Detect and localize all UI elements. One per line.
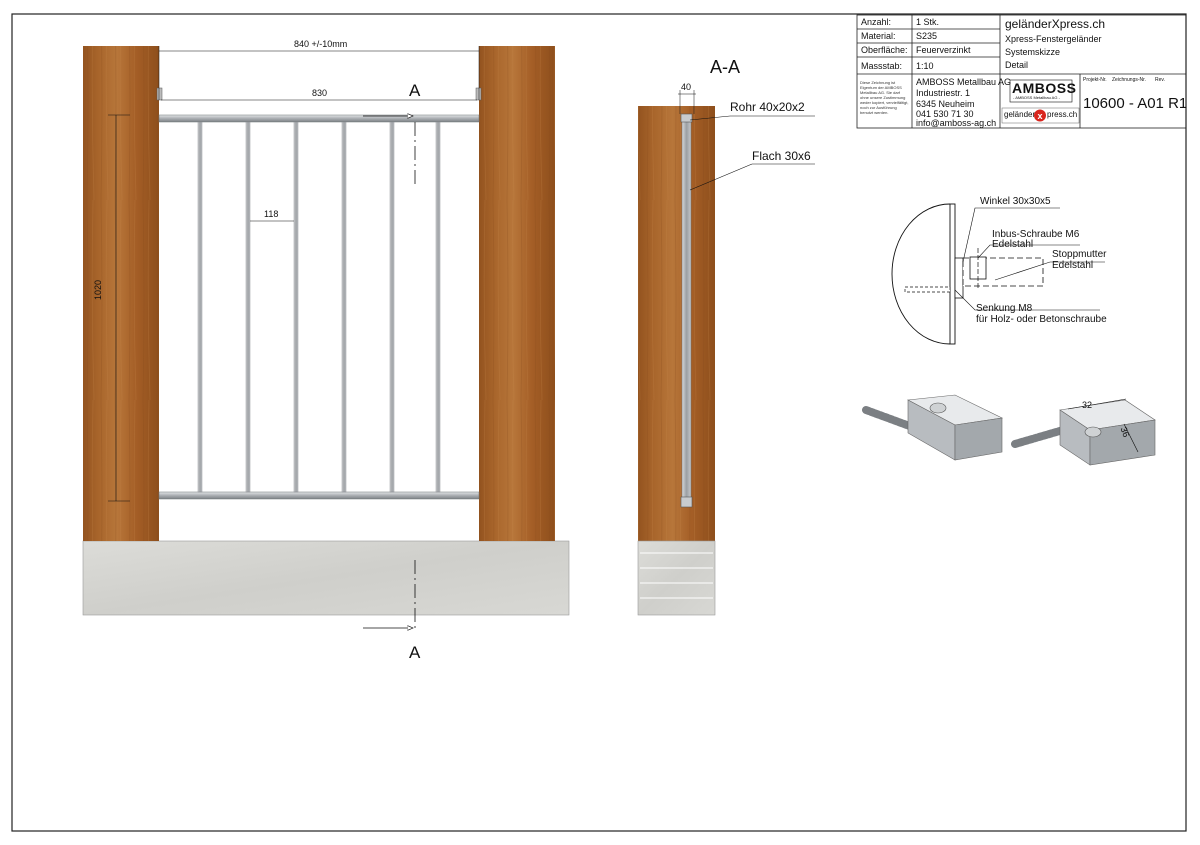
top-rail bbox=[158, 114, 480, 123]
title-block-frame bbox=[856, 14, 1187, 129]
vertical-bar bbox=[435, 121, 441, 493]
field-label: Massstab: bbox=[861, 61, 903, 71]
logo-x-badge bbox=[1034, 109, 1046, 122]
vertical-bars bbox=[197, 121, 441, 493]
field-label: Oberfläche: bbox=[861, 45, 908, 55]
section-title: A-A bbox=[710, 57, 741, 77]
flat-bar bbox=[681, 115, 692, 507]
iso-bracket-1 bbox=[862, 394, 1003, 461]
field-label: Material: bbox=[861, 31, 896, 41]
company-email: info@amboss-ag.ch bbox=[916, 118, 997, 128]
detail-wall-arc bbox=[891, 203, 951, 345]
concrete-base bbox=[82, 540, 570, 616]
tube-profile bbox=[680, 113, 693, 123]
legal-note: Diese Zeichnung ist Eigentum der AMBOSS … bbox=[860, 80, 909, 115]
label-flat: Flach 30x6 bbox=[752, 149, 811, 163]
vertical-bar bbox=[293, 121, 299, 493]
dim-width-label: 40 bbox=[681, 82, 692, 92]
detail-wall-plate bbox=[949, 203, 956, 345]
leader-flat bbox=[689, 163, 753, 191]
company-street: Industriestr. 1 bbox=[916, 88, 971, 98]
product-title: geländerXpress.ch bbox=[1005, 17, 1106, 31]
dim-inner-label: 830 bbox=[312, 88, 328, 98]
bracket bbox=[475, 87, 482, 101]
company-name: AMBOSS Metallbau AG bbox=[916, 77, 1012, 87]
detail-view bbox=[891, 203, 1105, 345]
logo-amboss-sub: - AMBOSS Metallbau AG - bbox=[1013, 95, 1060, 100]
vertical-bar bbox=[389, 121, 395, 493]
logo-amboss: AMBOSS bbox=[1012, 80, 1077, 96]
detail-angle bbox=[954, 257, 964, 299]
label-angle: Winkel 30x30x5 bbox=[980, 196, 1051, 207]
detail-bolt-head bbox=[969, 256, 987, 280]
product-line: Detail bbox=[1005, 60, 1029, 70]
label-nut-1: Stoppmutter bbox=[1052, 249, 1107, 260]
bottom-rail bbox=[158, 491, 480, 500]
logo-gelander-left: geländer bbox=[1004, 110, 1036, 119]
dim-height-label: 1020 bbox=[93, 279, 103, 300]
iso-dim-length: 32 bbox=[1082, 400, 1093, 410]
field-value: 1:10 bbox=[916, 61, 934, 71]
drawing-number: 10600 - A01 R1 bbox=[1083, 95, 1188, 112]
field-value: Feuerverzinkt bbox=[916, 45, 971, 55]
section-label-bottom: A bbox=[409, 643, 421, 662]
label-nut-2: Edelstahl bbox=[1052, 260, 1094, 271]
label-screw-1: Inbus-Schraube M6 bbox=[992, 229, 1080, 240]
leader-tube bbox=[689, 115, 731, 121]
header-rev: Rev. bbox=[1155, 77, 1165, 83]
detail-wood-screw bbox=[904, 286, 951, 293]
vertical-bar bbox=[245, 121, 251, 493]
company-phone: 041 530 71 30 bbox=[916, 109, 974, 119]
label-tube: Rohr 40x20x2 bbox=[730, 100, 805, 114]
company-city: 6345 Neuheim bbox=[916, 99, 975, 109]
iso-bracket-2 bbox=[1011, 398, 1156, 466]
field-value: 1 Stk. bbox=[916, 17, 940, 27]
wood-post-right-grain bbox=[479, 46, 555, 541]
vertical-bar bbox=[197, 121, 203, 493]
section-view bbox=[637, 90, 815, 616]
sheet-border bbox=[11, 13, 1187, 832]
product-line: Xpress-Fenstergeländer bbox=[1005, 34, 1102, 44]
field-value: S235 bbox=[916, 31, 938, 41]
dim-overall-label: 840 +/-10mm bbox=[294, 39, 348, 49]
label-sink-2: für Holz- oder Betonschraube bbox=[976, 314, 1107, 325]
svg-text:x: x bbox=[1037, 111, 1042, 121]
logo-amboss-box bbox=[1009, 79, 1073, 103]
dim-spacing-label: 118 bbox=[264, 209, 279, 219]
bottom-clip bbox=[680, 496, 693, 508]
section-base bbox=[637, 540, 716, 616]
logo-gelander-right: press.ch bbox=[1047, 110, 1078, 119]
header-drawing: Zeichnungs-Nr. bbox=[1112, 77, 1146, 83]
section-label-top: A bbox=[409, 81, 421, 100]
label-screw-2: Edelstahl bbox=[992, 239, 1034, 250]
wood-post-left-grain bbox=[83, 46, 159, 541]
header-project: Projekt-Nr. bbox=[1083, 77, 1107, 83]
bracket bbox=[156, 87, 163, 101]
vertical-bar bbox=[341, 121, 347, 493]
label-sink-1: Senkung M8 bbox=[976, 303, 1033, 314]
field-label: Anzahl: bbox=[861, 17, 892, 27]
product-line: Systemskizze bbox=[1005, 47, 1061, 57]
front-view bbox=[82, 46, 570, 630]
